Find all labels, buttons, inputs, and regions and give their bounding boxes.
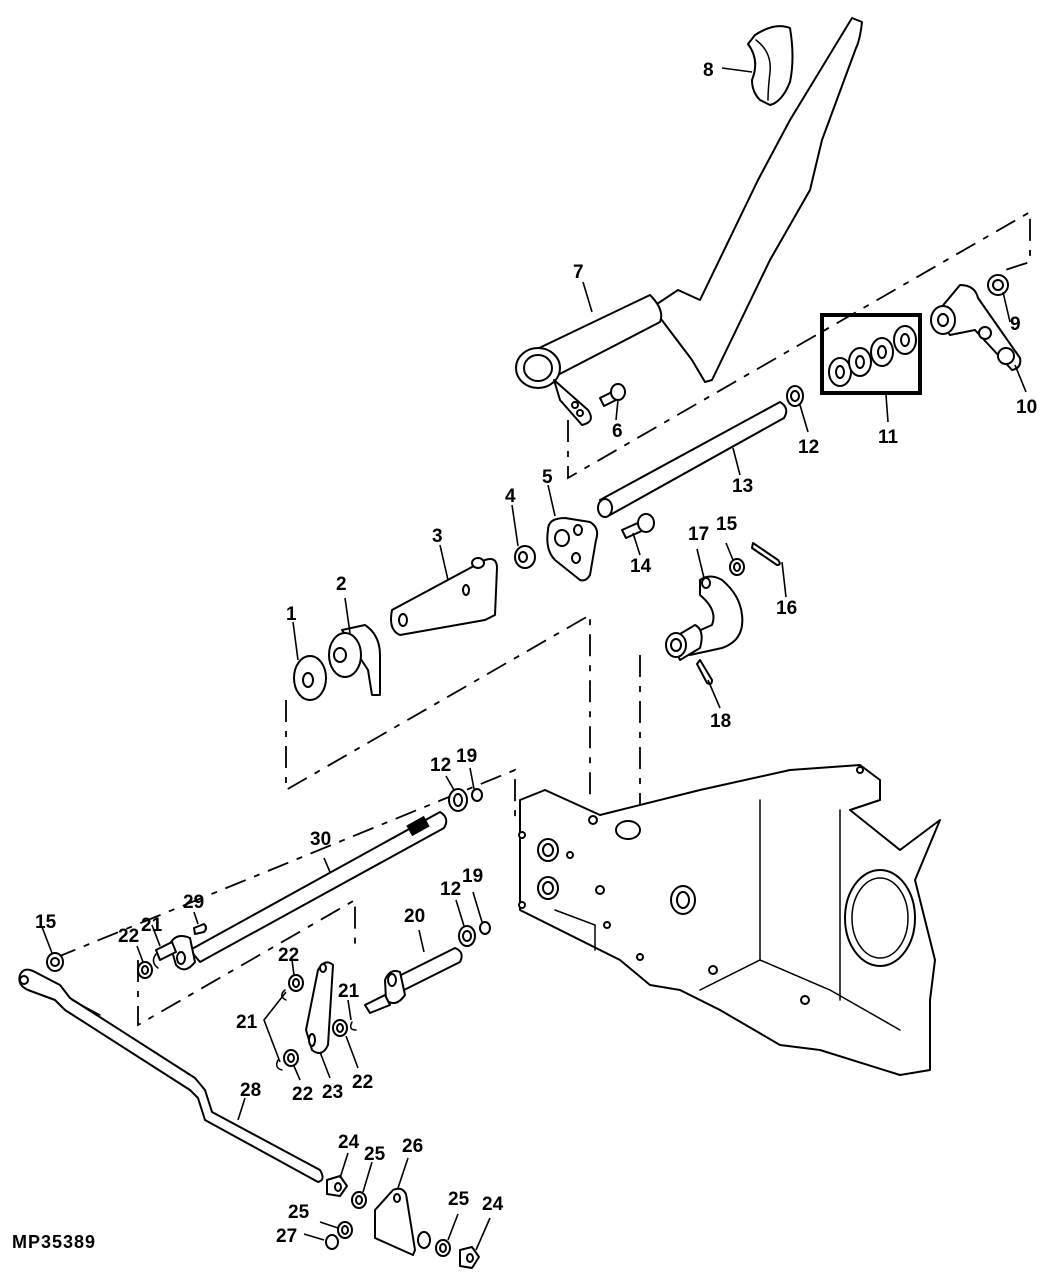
- bolt-14[interactable]: [621, 513, 655, 539]
- arm-17[interactable]: [665, 575, 744, 661]
- bolt-6[interactable]: [599, 383, 626, 407]
- callout-19-upper: 19: [456, 746, 477, 767]
- washer-12-lower[interactable]: [458, 925, 476, 947]
- callout-5: 5: [542, 467, 553, 488]
- callout-labels: 8 7 6 9 10 11 12 13 5 4 14 3 2 1 17 15 1…: [12, 60, 1037, 1252]
- callout-29: 29: [183, 892, 204, 913]
- nut-27[interactable]: [325, 1234, 339, 1250]
- clip-21-b[interactable]: [275, 1059, 283, 1071]
- washer-22-left[interactable]: [137, 961, 153, 979]
- clip-21-c[interactable]: [349, 1021, 357, 1031]
- roll-pin-18[interactable]: [696, 659, 713, 685]
- callout-21-mid: 21: [236, 1012, 258, 1033]
- figure-id-label: MP35389: [12, 1232, 96, 1252]
- callout-10: 10: [1016, 397, 1037, 418]
- callout-22-left: 22: [118, 926, 139, 947]
- callout-21-right: 21: [338, 981, 360, 1002]
- callout-22-top: 22: [278, 945, 299, 966]
- washer-12-top[interactable]: [786, 385, 804, 407]
- callout-16: 16: [776, 598, 797, 619]
- callout-15-left: 15: [35, 912, 57, 933]
- callout-12-top: 12: [798, 437, 819, 458]
- callout-4: 4: [505, 486, 516, 507]
- callout-24-right: 24: [482, 1194, 504, 1215]
- callout-30: 30: [310, 829, 331, 850]
- washer-15-left[interactable]: [46, 952, 64, 972]
- washer-22-a[interactable]: [288, 974, 304, 992]
- callout-3: 3: [432, 526, 443, 547]
- callout-24-left: 24: [338, 1132, 360, 1153]
- callout-14: 14: [630, 556, 652, 577]
- callout-27: 27: [276, 1226, 297, 1247]
- bracket-5[interactable]: [546, 517, 599, 582]
- callout-12-lower: 12: [440, 879, 461, 900]
- callout-18: 18: [710, 711, 731, 732]
- clip-21-a[interactable]: [281, 989, 287, 1001]
- washer-25-right[interactable]: [435, 1239, 451, 1257]
- callout-9: 9: [1010, 314, 1021, 335]
- key-29[interactable]: [193, 923, 207, 935]
- washer-22-c[interactable]: [332, 1019, 348, 1037]
- arm-3[interactable]: [390, 557, 498, 636]
- washer-25-left[interactable]: [337, 1221, 353, 1239]
- washer-kit-11[interactable]: [820, 313, 922, 395]
- washer-1[interactable]: [293, 655, 327, 701]
- callout-1: 1: [286, 604, 297, 625]
- clip-21-left[interactable]: [152, 953, 159, 969]
- bracket-26[interactable]: [374, 1187, 431, 1256]
- callout-2: 2: [336, 574, 347, 595]
- callout-22-right: 22: [352, 1072, 373, 1093]
- rod-28[interactable]: [18, 968, 324, 1183]
- callout-6: 6: [612, 421, 623, 442]
- pedal-pad-8[interactable]: [747, 25, 794, 106]
- callout-21-left: 21: [141, 915, 163, 936]
- callout-13: 13: [732, 476, 753, 497]
- callout-26: 26: [402, 1136, 423, 1157]
- washer-12-upper[interactable]: [448, 788, 468, 812]
- callout-20: 20: [404, 906, 425, 927]
- callout-25-right: 25: [448, 1189, 470, 1210]
- leader-lines: [41, 67, 1027, 1251]
- nut-9[interactable]: [987, 274, 1009, 296]
- nut-24-left[interactable]: [326, 1175, 348, 1197]
- callout-12-upper: 12: [430, 755, 451, 776]
- callout-7: 7: [573, 262, 584, 283]
- washer-15-top[interactable]: [729, 558, 745, 576]
- callout-11: 11: [878, 427, 899, 448]
- washer-25-upper[interactable]: [351, 1191, 367, 1209]
- shaft-20[interactable]: [364, 947, 463, 1014]
- transmission-housing: [518, 764, 941, 1076]
- spacer-4[interactable]: [514, 545, 536, 569]
- cotter-pin-16[interactable]: [751, 542, 781, 566]
- pulley-hub-2[interactable]: [328, 624, 381, 696]
- callout-19-lower: 19: [462, 866, 483, 887]
- washer-22-b[interactable]: [283, 1049, 299, 1067]
- callout-25-upper: 25: [364, 1144, 386, 1165]
- link-23[interactable]: [305, 961, 334, 1055]
- callout-17: 17: [688, 524, 709, 545]
- callout-22-bottom: 22: [292, 1084, 313, 1105]
- callout-28: 28: [240, 1080, 261, 1101]
- callout-8: 8: [703, 60, 714, 81]
- ring-19-upper[interactable]: [471, 788, 483, 802]
- pedal-tube-7[interactable]: [515, 17, 863, 426]
- nut-24-right[interactable]: [459, 1246, 480, 1269]
- shaft-30[interactable]: [155, 811, 448, 971]
- callout-25-left: 25: [288, 1202, 310, 1223]
- callout-15-top: 15: [716, 514, 738, 535]
- ring-19-lower[interactable]: [479, 921, 491, 935]
- callout-23: 23: [322, 1082, 343, 1103]
- arm-10[interactable]: [930, 284, 1022, 371]
- shaft-13[interactable]: [597, 401, 788, 518]
